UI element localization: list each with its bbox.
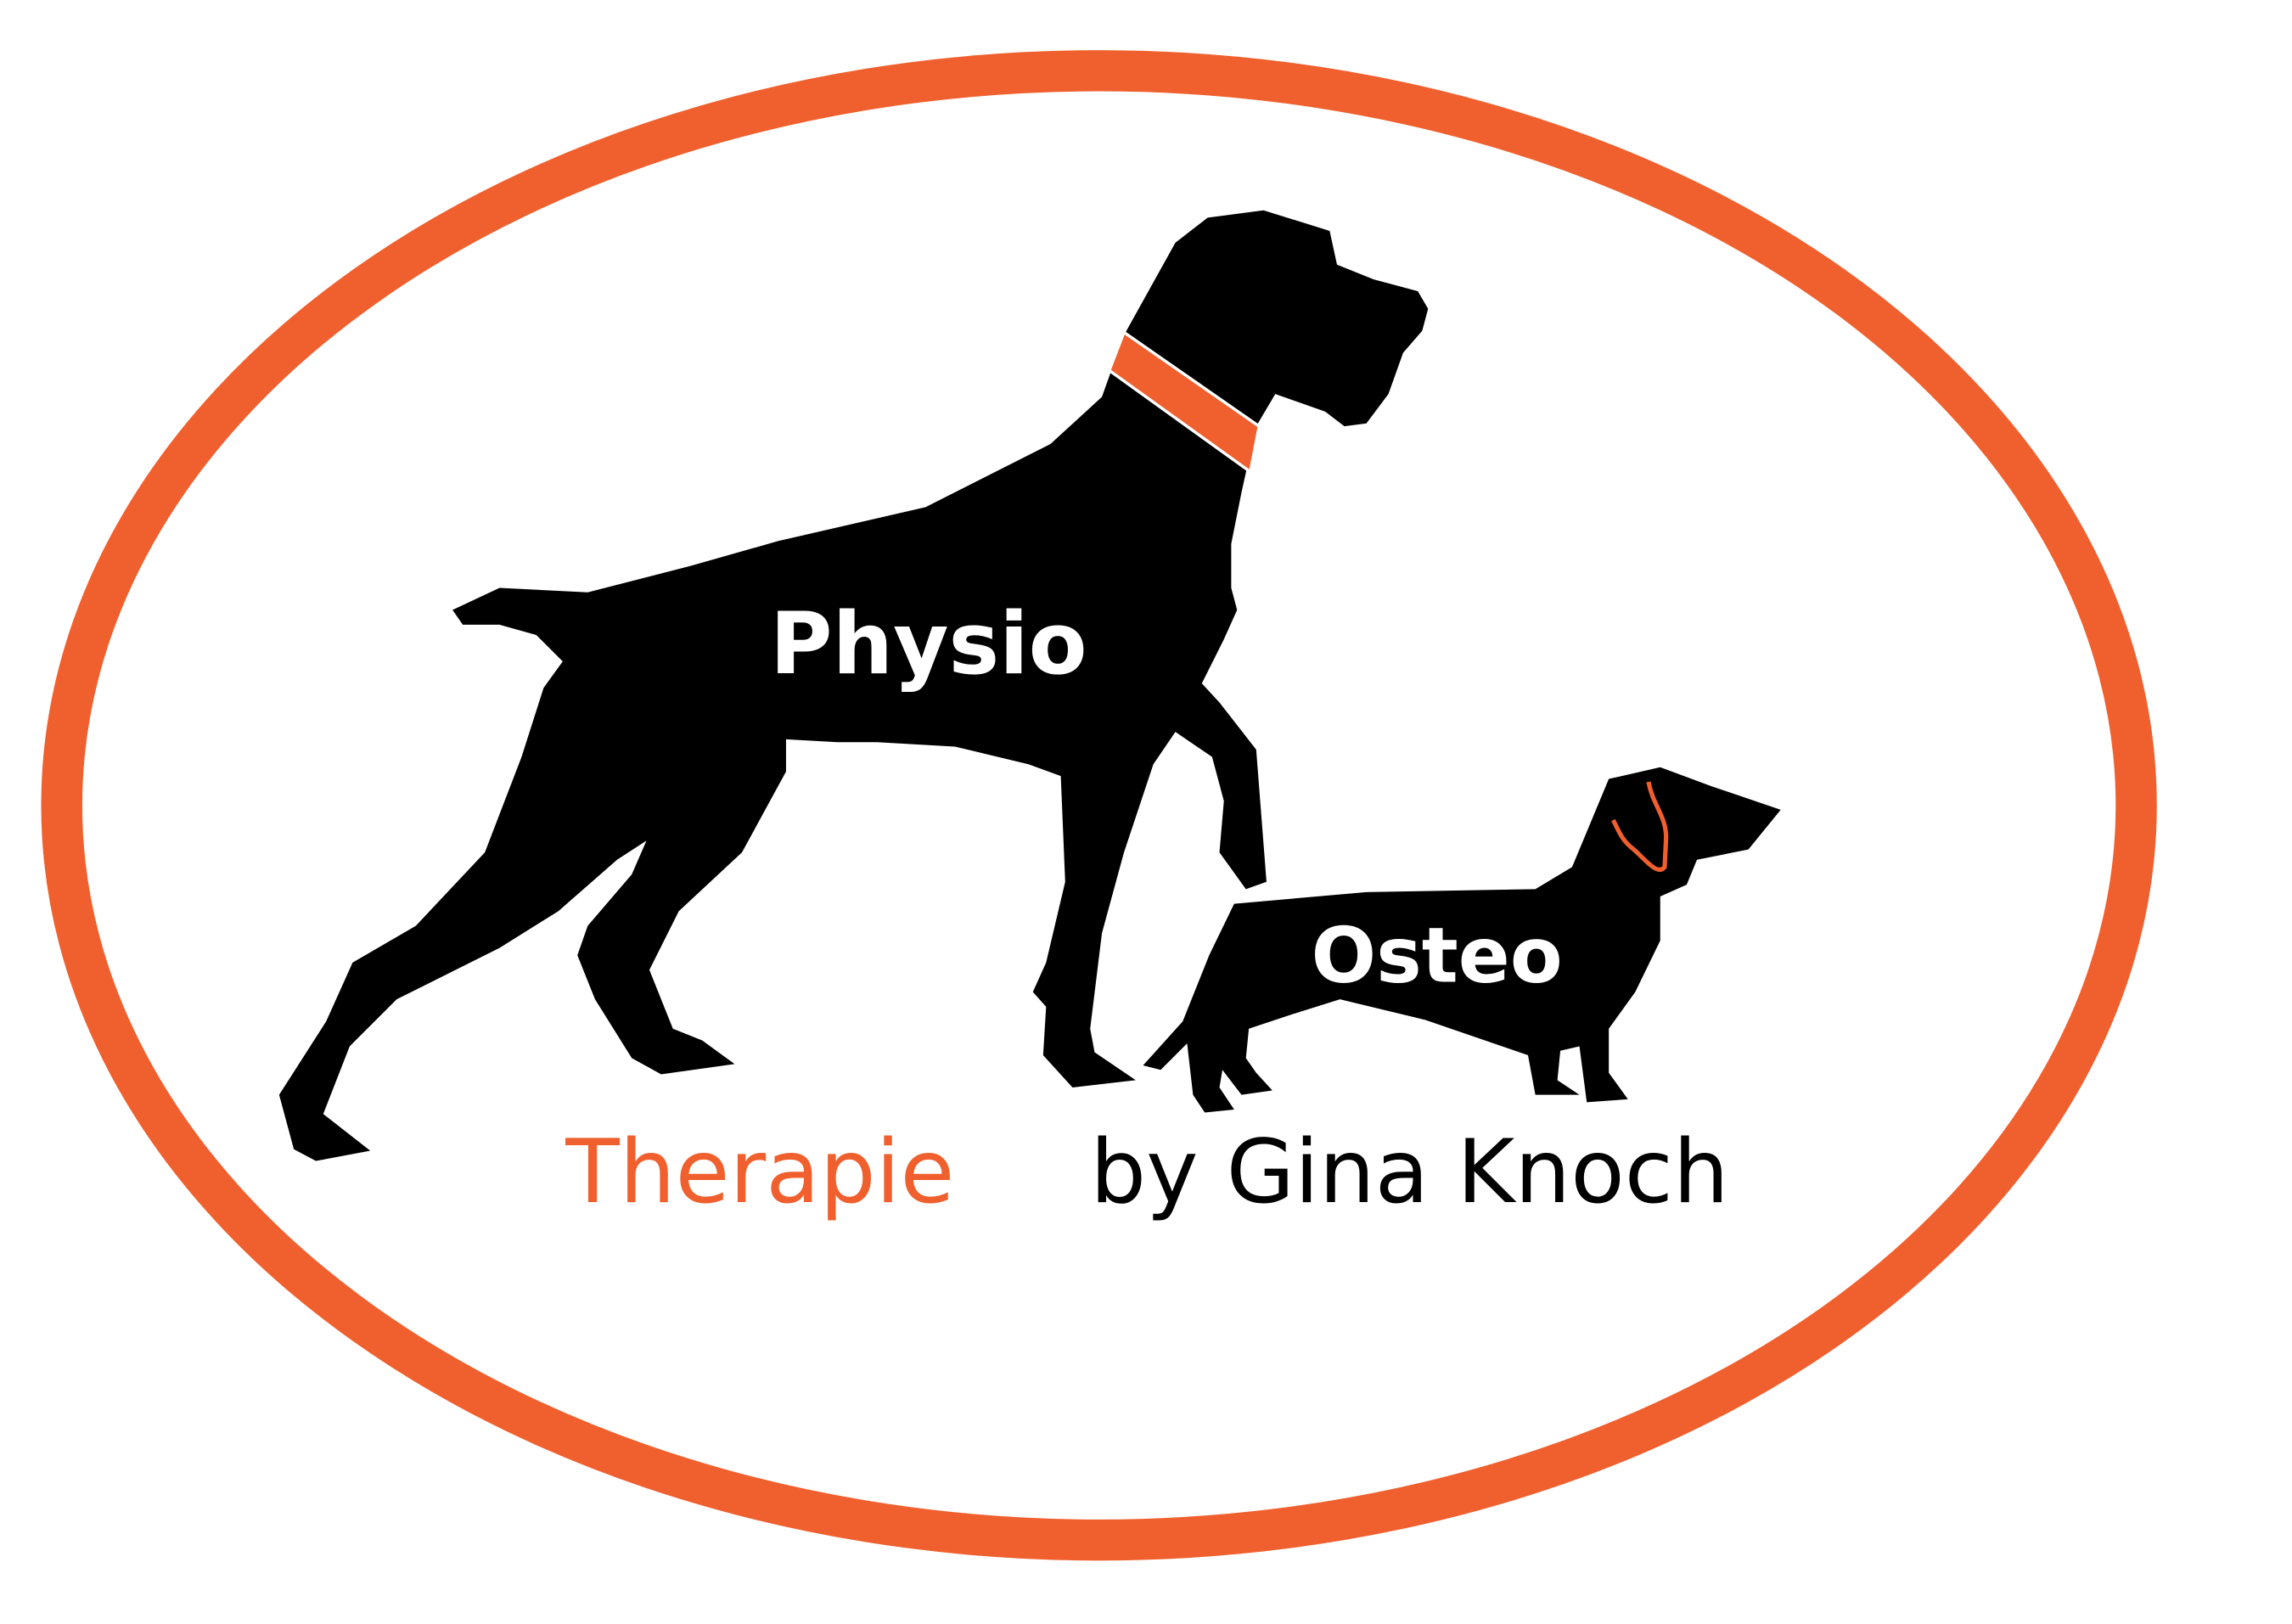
logo-word-physio: Physio — [770, 594, 1087, 694]
dachshund-ear-outline — [1611, 781, 1669, 872]
logo-word-osteo: Osteo — [1312, 911, 1563, 1000]
tagline-therapie: Therapie — [565, 1121, 954, 1223]
tagline-by-gina-knoch: by Gina Knoch — [1090, 1121, 1728, 1223]
dog-collar — [1107, 329, 1261, 475]
pointer-dog-silhouette — [278, 210, 1429, 1161]
dachshund-silhouette — [1143, 767, 1781, 1113]
logo-ellipse-border — [41, 50, 2157, 1561]
